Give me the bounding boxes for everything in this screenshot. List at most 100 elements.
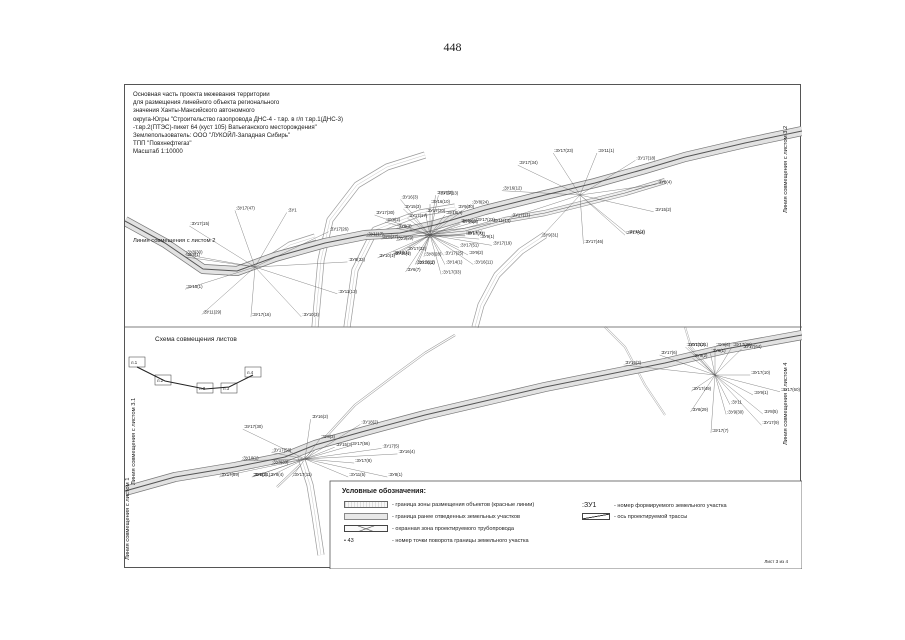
scheme-route <box>136 366 254 390</box>
parcel-label: :ЗУ10(1) <box>242 456 259 461</box>
match-line-sheet3-2: Линия совмещения с листом 3.2 <box>783 126 789 213</box>
label-leader <box>510 194 581 218</box>
label-leader <box>304 458 388 478</box>
label-leader <box>254 261 348 268</box>
label-leader <box>429 223 461 236</box>
label-leader <box>540 194 581 238</box>
label-leader <box>406 234 431 252</box>
legend-text: - ось проектируемой трассы <box>614 514 688 520</box>
label-leader <box>304 419 311 460</box>
legend-title: Условные обозначения: <box>342 488 426 495</box>
label-leader <box>685 346 716 376</box>
parcel-label: :ЗУ8(1) <box>186 252 201 257</box>
parcel-label: :ЗУ17(49) <box>692 386 711 391</box>
pipeline-bottom-inner <box>125 334 802 492</box>
label-leader <box>579 152 598 196</box>
label-leader <box>429 222 492 236</box>
label-leader <box>429 195 436 236</box>
guard-zone-swatch <box>344 525 388 533</box>
parcel-label: :ЗУ8(3) <box>321 434 336 439</box>
legend-item-allotted: - граница ранее отведенных земельных уча… <box>344 513 520 522</box>
pipeline-top-inner <box>125 130 802 272</box>
label-leader <box>219 458 306 478</box>
parcel-label: :ЗУ17(46) <box>584 239 603 244</box>
label-leader <box>271 452 306 460</box>
parcel-label: :ЗУ16(10) <box>431 199 450 204</box>
parcel-label: :ЗУ17(47) <box>236 205 255 210</box>
parcel-label: :ЗУ11(1) <box>598 148 615 153</box>
parcel-label: :ЗУ8(6) <box>716 342 731 347</box>
scale-line: Масштаб 1:10000 <box>133 148 183 156</box>
parcel-label: :ЗУ8(28) <box>425 252 442 257</box>
label-leader <box>714 374 754 396</box>
label-leader <box>623 364 716 376</box>
road-south <box>471 232 547 328</box>
parcel-label: :ЗУ6(1) <box>711 348 726 353</box>
label-leader <box>659 354 716 376</box>
label-leader <box>579 184 657 196</box>
legend-text: - номер точки поворота границы земельног… <box>392 538 529 544</box>
label-leader <box>417 234 431 266</box>
legend-item-point: • 43 - номер точки поворота границы земел… <box>344 537 529 546</box>
parcel-label: :ЗУ14(1) <box>446 260 463 265</box>
parcel-label: :ЗУ9(30) <box>727 409 744 414</box>
parcel-label: :ЗУ9(1) <box>480 234 495 239</box>
parcel-label: :ЗУ18(4) <box>446 210 463 215</box>
point-sample: • 43 <box>344 538 354 544</box>
road-south-inner <box>472 232 547 328</box>
label-leader <box>405 234 431 273</box>
label-leader <box>184 266 256 290</box>
label-leader <box>407 218 431 236</box>
label-leader <box>304 448 382 460</box>
road-diagonal-lower-inner <box>276 334 456 488</box>
label-leader <box>714 374 781 392</box>
label-leader <box>270 458 306 465</box>
parcel-label: :ЗУ9(2) <box>693 353 708 358</box>
label-leader <box>429 208 457 236</box>
label-leader <box>374 214 431 236</box>
parcel-label: :ЗУ17(14) <box>626 230 645 235</box>
match-line-sheet1: Линия совмещения с листом 1 <box>125 478 131 560</box>
label-leader <box>579 194 628 235</box>
label-leader <box>254 231 329 268</box>
label-leader <box>429 234 469 256</box>
parcel-label: :ЗУ18(1) <box>393 250 410 255</box>
label-leader <box>254 266 302 318</box>
label-leader <box>254 266 338 294</box>
label-leader <box>714 348 742 376</box>
scheme-sheet-label: л.4 <box>247 370 254 375</box>
scheme-title: Схема совмещения листов <box>155 336 237 343</box>
parcel-label: :ЗУ17(58) <box>272 447 291 452</box>
label-leader <box>714 374 727 415</box>
parcel-label: :ЗУ17(6) <box>661 350 678 355</box>
parcel-label: :ЗУ1(17) <box>367 232 384 237</box>
legend-item-parcel-number: :ЗУ1- номер формируемого земельного учас… <box>582 501 727 510</box>
map-sheet: :ЗУ17(1):ЗУ16(1):ЗУ17(2):ЗУ11(2):ЗУ8(1):… <box>124 84 802 569</box>
red-line-swatch <box>344 501 388 509</box>
label-leader <box>403 208 431 236</box>
parcel-label: :ЗУ11(13) <box>338 289 357 294</box>
label-leader <box>429 195 439 236</box>
label-leader <box>429 234 480 240</box>
parcel-label: :ЗУ17(26) <box>330 227 349 232</box>
parcel-label: :ЗУ1(1) <box>253 472 268 477</box>
label-leader <box>429 234 474 265</box>
parcel-label: :ЗУ8(33) <box>272 460 289 465</box>
label-leader <box>429 234 442 275</box>
label-leader <box>429 234 492 246</box>
parcel-label: :ЗУ15(1) <box>186 284 203 289</box>
parcel-label: :ЗУ16(3) <box>625 360 642 365</box>
label-leader <box>688 346 716 376</box>
match-line-sheet2: Линия совмещения с листом 2 <box>133 238 215 244</box>
legend: Условные обозначения: - граница зоны раз… <box>330 481 802 569</box>
label-leader <box>391 234 431 256</box>
parcel-label: :ЗУ8(32) <box>348 257 365 262</box>
parcel-label: :ЗУ17(56) <box>351 441 370 446</box>
parcel-label: :ЗУ17(33) <box>442 269 461 274</box>
label-leader <box>429 234 446 265</box>
legend-item-route-axis: - ось проектируемой трассы <box>582 513 687 522</box>
parcel-label: :ЗУ16(3) <box>401 195 418 200</box>
parcel-label: :ЗУ15(3) <box>404 204 421 209</box>
title-line: округа-Югры "Строительство газопровода Д… <box>133 115 344 123</box>
